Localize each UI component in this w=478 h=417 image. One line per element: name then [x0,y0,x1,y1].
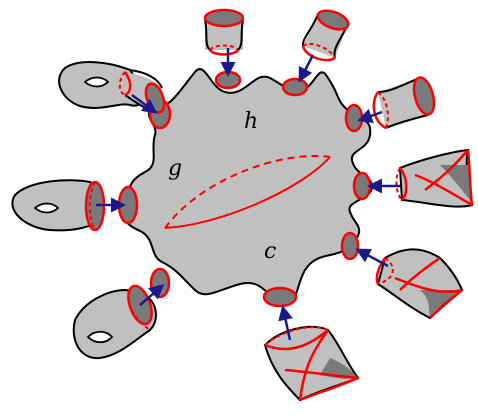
boundary-circle [354,173,370,199]
label-c: c [264,239,276,264]
pants-piece [265,327,358,400]
boundary-circle [346,105,362,131]
pants-piece [377,249,462,318]
boundary-circle [283,79,307,95]
boundary-circle [342,233,358,259]
arrow [360,112,382,120]
tube-piece [374,75,438,128]
tube-piece [205,10,243,55]
arrow [300,55,313,80]
pants-piece [396,150,472,207]
handle-piece [12,180,104,230]
handle-piece [59,62,168,115]
label-g: g [168,156,182,181]
label-h: h [244,109,258,134]
boundary-circle [216,72,240,88]
tube-piece [303,7,351,60]
handle-piece [74,283,157,358]
boundary-circle [264,288,296,306]
